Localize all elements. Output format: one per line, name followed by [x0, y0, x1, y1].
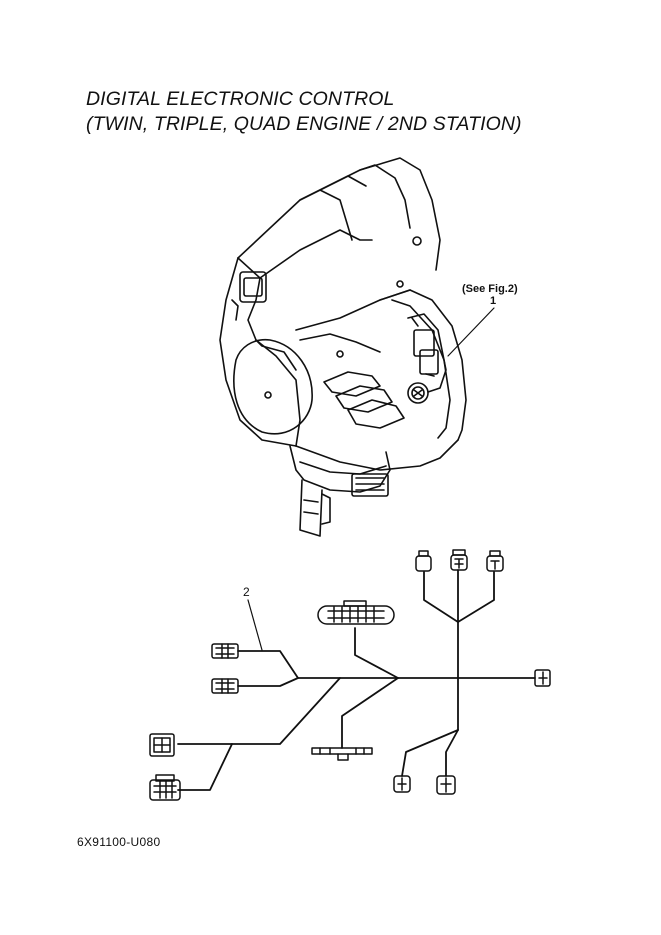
connector-right-end	[534, 669, 551, 687]
diagram-title-line-1: DIGITAL ELECTRONIC CONTROL	[86, 88, 395, 110]
connector-top-a	[415, 550, 432, 572]
connector-bottom-b	[436, 775, 456, 795]
connector-wide	[149, 774, 181, 801]
control-lever-unit	[219, 157, 495, 537]
part-1-number: 1	[490, 295, 497, 307]
connector-left-b	[211, 678, 239, 694]
connector-multi-pin	[317, 600, 395, 625]
part-2-number: 2	[243, 585, 250, 599]
harness-connectors	[149, 549, 551, 801]
connector-left-a	[211, 643, 239, 659]
connector-top-b	[450, 549, 468, 571]
connector-strip	[311, 747, 373, 761]
connector-bottom-a	[393, 775, 411, 793]
drawing-number: 6X91100-U080	[77, 835, 161, 849]
wire-harness	[177, 569, 536, 791]
connector-square	[149, 733, 175, 757]
connector-top-c	[486, 550, 504, 572]
part-1-note: (See Fig.2)	[462, 283, 518, 295]
diagram-title-line-2: (TWIN, TRIPLE, QUAD ENGINE / 2ND STATION…	[86, 113, 522, 135]
